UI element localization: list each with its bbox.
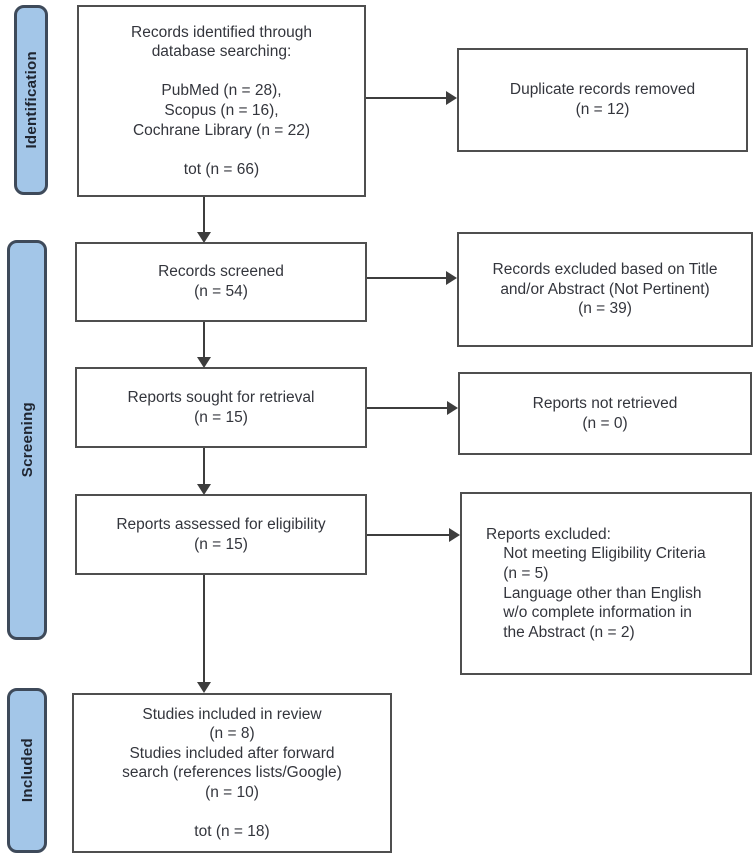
- box-excluded-title-abstract: Records excluded based on Title and/or A…: [457, 232, 753, 347]
- box-reports-sought: Reports sought for retrieval (n = 15): [75, 367, 367, 448]
- box-reports-assessed: Reports assessed for eligibility (n = 15…: [75, 494, 367, 575]
- box-records-identified-text: Records identified through database sear…: [131, 23, 312, 178]
- arrow-identified-to-screened-head: [197, 232, 211, 243]
- box-studies-included: Studies included in review (n = 8) Studi…: [72, 693, 392, 853]
- stage-label-screening: Screening: [18, 402, 36, 478]
- box-reports-excluded-text: Reports excluded: Not meeting Eligibilit…: [486, 525, 706, 641]
- stage-bar-included: Included: [7, 688, 47, 853]
- arrow-sought-to-not-retrieved-head: [447, 401, 458, 415]
- arrow-screened-to-sought-line: [203, 322, 205, 358]
- box-studies-included-text: Studies included in review (n = 8) Studi…: [122, 705, 342, 840]
- box-excluded-title-abstract-text: Records excluded based on Title and/or A…: [492, 261, 718, 318]
- arrow-screened-to-excluded-head: [446, 271, 457, 285]
- box-records-screened: Records screened (n = 54): [75, 242, 367, 322]
- box-records-identified: Records identified through database sear…: [77, 5, 366, 197]
- arrow-screened-to-excluded-line: [367, 277, 447, 279]
- box-reports-not-retrieved-text: Reports not retrieved (n = 0): [532, 394, 678, 432]
- arrow-sought-to-not-retrieved-line: [367, 407, 448, 409]
- box-reports-excluded: Reports excluded: Not meeting Eligibilit…: [460, 492, 752, 675]
- arrow-assessed-to-excluded-line: [367, 534, 450, 536]
- arrow-sought-to-assessed-line: [203, 448, 205, 485]
- arrow-sought-to-assessed-head: [197, 484, 211, 495]
- box-reports-assessed-text: Reports assessed for eligibility (n = 15…: [116, 515, 326, 553]
- arrow-assessed-to-included-line: [203, 575, 205, 683]
- stage-label-included: Included: [18, 738, 36, 803]
- box-records-screened-text: Records screened (n = 54): [158, 263, 284, 300]
- box-reports-not-retrieved: Reports not retrieved (n = 0): [458, 372, 752, 455]
- stage-label-identification: Identification: [22, 51, 40, 149]
- arrow-assessed-to-excluded-head: [449, 528, 460, 542]
- stage-bar-identification: Identification: [14, 5, 48, 195]
- arrow-assessed-to-included-head: [197, 682, 211, 693]
- box-duplicates-removed: Duplicate records removed (n = 12): [457, 48, 748, 152]
- box-reports-sought-text: Reports sought for retrieval (n = 15): [127, 388, 315, 426]
- arrow-screened-to-sought-head: [197, 357, 211, 368]
- stage-bar-screening: Screening: [7, 240, 47, 640]
- arrow-identified-to-duplicates-head: [446, 91, 457, 105]
- arrow-identified-to-duplicates-line: [366, 97, 447, 99]
- arrow-identified-to-screened-line: [203, 197, 205, 233]
- box-duplicates-removed-text: Duplicate records removed (n = 12): [509, 81, 696, 118]
